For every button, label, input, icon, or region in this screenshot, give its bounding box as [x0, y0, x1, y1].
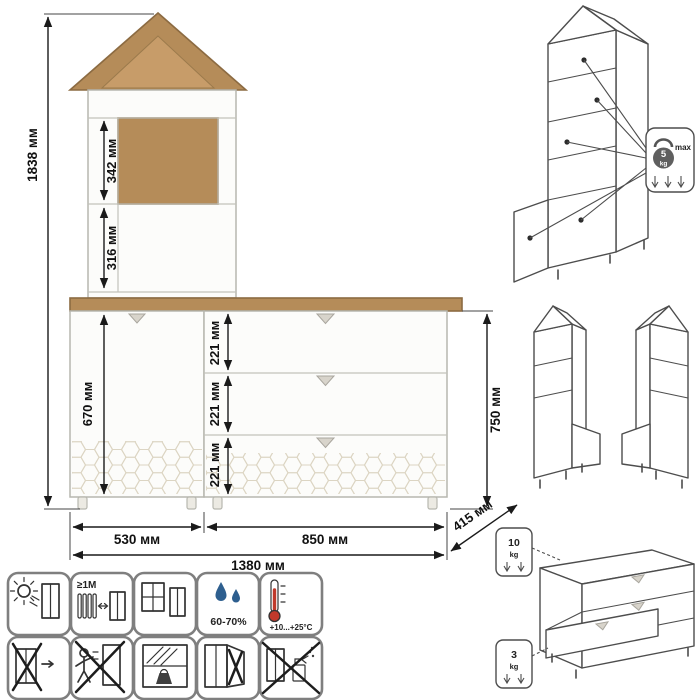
down-arrows-icon	[651, 176, 685, 189]
dresser	[203, 310, 448, 510]
house-cabinet	[67, 11, 249, 299]
dim-line-depth	[450, 504, 518, 552]
water-drop-icon	[215, 582, 227, 601]
dim-total-height: 1838 мм	[25, 128, 40, 182]
prohibited-cross-icon	[11, 642, 43, 692]
distance-arrow-icon	[97, 602, 109, 610]
callout-lines	[529, 59, 647, 239]
dim-drawer-2: 221 мм	[207, 382, 222, 427]
down-arrows-icon	[503, 674, 525, 685]
thermometer-icon	[268, 579, 286, 623]
radiator-icon	[77, 593, 97, 619]
cabinet-left-view	[533, 305, 601, 489]
care-tile-heat-distance: ≥1M	[69, 571, 135, 637]
legs	[557, 239, 645, 280]
dim-cabinet-width: 530 мм	[114, 532, 160, 547]
leg	[186, 496, 197, 510]
cabinet-right-view	[621, 305, 689, 489]
dim-upper-shelf: 342 мм	[104, 139, 119, 184]
wood-back-panel	[117, 117, 219, 205]
drawer-load-unit: kg	[510, 662, 519, 671]
shelf-lines	[88, 117, 236, 293]
prohibited-cross-icon	[227, 648, 244, 686]
weight-icon	[156, 673, 172, 684]
sketch-shelf-load: 5 kg max	[513, 5, 695, 283]
humidity-label: 60-70%	[210, 616, 247, 628]
dim-middle-shelf: 316 мм	[104, 226, 119, 271]
temperature-label: +10...+25°C	[270, 623, 313, 632]
top-load-unit: kg	[510, 550, 519, 559]
care-tile-ventilation	[132, 571, 198, 637]
care-tile-temperature: +10...+25°C	[258, 571, 324, 637]
open-door	[571, 423, 601, 469]
care-tile-no-door-swinging	[69, 635, 135, 700]
leg	[77, 496, 88, 510]
kettlebell-icon	[653, 138, 674, 148]
hatch-lines	[146, 646, 178, 666]
drawer-load-badge: 3 kg	[495, 639, 549, 689]
care-tile-sunlight	[6, 571, 72, 637]
leg	[212, 496, 223, 510]
shelf-load-badge: 5 kg max	[645, 127, 695, 193]
roof-gable	[100, 35, 216, 89]
drawer-lines	[204, 372, 447, 436]
drawer-handle-icon	[315, 313, 336, 325]
care-tile-shelf-load	[132, 635, 198, 700]
prohibited-cross-icon	[261, 641, 321, 695]
dim-dresser-height: 750 мм	[488, 387, 503, 433]
honeycomb-decor	[206, 453, 445, 494]
shelf-load-unit: kg	[660, 161, 668, 168]
dim-drawer-1: 221 мм	[207, 321, 222, 366]
care-tile-no-leaning-on-doors	[195, 635, 261, 700]
open-door-icon	[226, 644, 245, 688]
honeycomb-decor	[72, 441, 202, 494]
top-load-badge: 10 kg	[495, 527, 561, 577]
care-tile-no-abrasive-cleaning	[258, 635, 324, 700]
door-handle-icon	[127, 313, 147, 324]
water-drop-icon	[232, 589, 240, 603]
sketch-cabinet-pair	[533, 305, 689, 489]
main-drawing	[67, 11, 463, 510]
dim-door-height: 670 мм	[80, 382, 95, 427]
care-tile-humidity: 60-70%	[195, 571, 261, 637]
sketch-dresser-load: 10 kg 3 kg	[495, 527, 695, 689]
drawer-handle-icon	[315, 375, 336, 387]
heat-distance-label: ≥1M	[77, 580, 96, 591]
top-load-value: 10	[508, 537, 520, 549]
leg	[427, 496, 438, 510]
drawer-handle-icon	[315, 437, 336, 449]
down-arrows-icon	[503, 562, 525, 573]
pulled-drawer	[545, 608, 659, 659]
sun-icon	[17, 584, 31, 598]
dim-depth: 415 мм	[450, 496, 495, 534]
dim-dresser-width: 850 мм	[302, 532, 348, 547]
sun-rays-icon	[9, 576, 39, 606]
legs	[551, 647, 689, 679]
care-tile-no-dragging	[6, 635, 72, 700]
dimension-annotations: 1838 мм 342 мм 316 мм 670 мм 221 мм 221 …	[25, 13, 518, 573]
ray-arrows-icon	[29, 595, 40, 607]
dim-drawer-3: 221 мм	[207, 443, 222, 488]
care-icons-grid: ≥1M 60-70%	[6, 571, 324, 700]
prohibited-cross-icon	[74, 640, 126, 694]
open-door	[513, 199, 549, 283]
counter-top	[69, 297, 463, 312]
open-door	[621, 423, 651, 469]
shelf-load-max: max	[675, 143, 692, 152]
shelf-load-value: 5	[661, 149, 667, 160]
move-arrow-icon	[41, 660, 54, 668]
drawer-load-value: 3	[511, 649, 517, 661]
dim-total-width: 1380 мм	[231, 558, 285, 573]
door-cabinet	[69, 310, 205, 510]
